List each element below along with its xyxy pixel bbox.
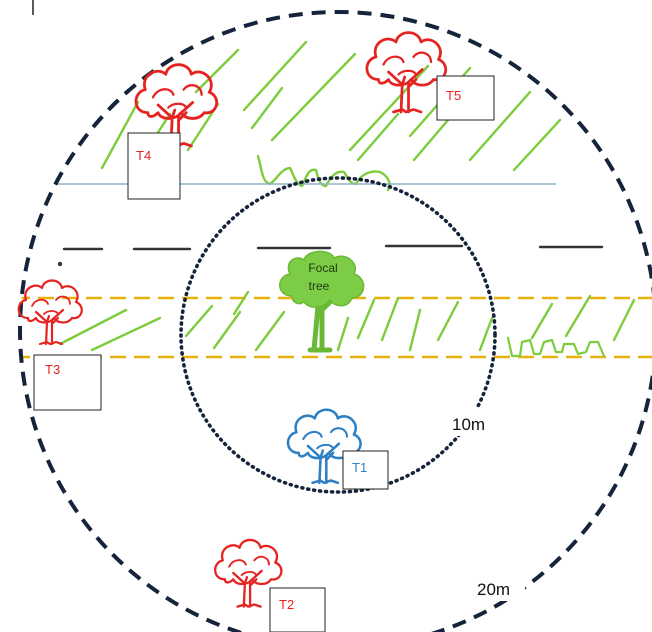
lawn-scribble-lower <box>506 336 606 358</box>
tree-t5-label: T5 <box>446 88 461 103</box>
focal-tree: Focal tree <box>279 250 365 353</box>
tree-t4: T4 <box>127 63 219 200</box>
inner-radius-label: 10m <box>452 415 485 434</box>
tree-t5-label-box <box>436 75 495 121</box>
tree-t4-label-box <box>127 132 181 200</box>
focal-tree-label-line1: Focal <box>308 261 337 275</box>
tree-t1: T1 <box>286 408 389 490</box>
habitat-layers <box>20 40 652 359</box>
inner-ring-10m <box>179 176 497 494</box>
lower-grass-hatching <box>58 290 636 352</box>
road-edges <box>20 296 652 359</box>
road-median <box>57 244 604 267</box>
tree-icon <box>17 279 83 346</box>
outer-ring-20m <box>18 10 652 632</box>
focal-tree-label-line2: tree <box>309 279 330 293</box>
focal-tree-crown <box>279 250 365 308</box>
outer-radius-label-bg <box>473 575 525 601</box>
inner-radius-label-bg <box>447 408 499 436</box>
tree-t1-label-box <box>342 450 389 490</box>
lawn-scribble-upper <box>256 154 391 192</box>
tree-t3-label: T3 <box>45 362 60 377</box>
tree-t5: T5 <box>365 31 495 121</box>
tree-t3: T3 <box>17 279 102 411</box>
outer-radius-label: 20m <box>477 580 510 599</box>
tree-t2: T2 <box>214 538 326 632</box>
tree-icon <box>365 31 448 114</box>
tree-t2-label-box <box>269 587 326 632</box>
tree-t4-label: T4 <box>136 148 151 163</box>
tree-t3-label-box <box>33 354 102 411</box>
tree-t2-label: T2 <box>279 597 294 612</box>
tree-t1-label: T1 <box>352 460 367 475</box>
